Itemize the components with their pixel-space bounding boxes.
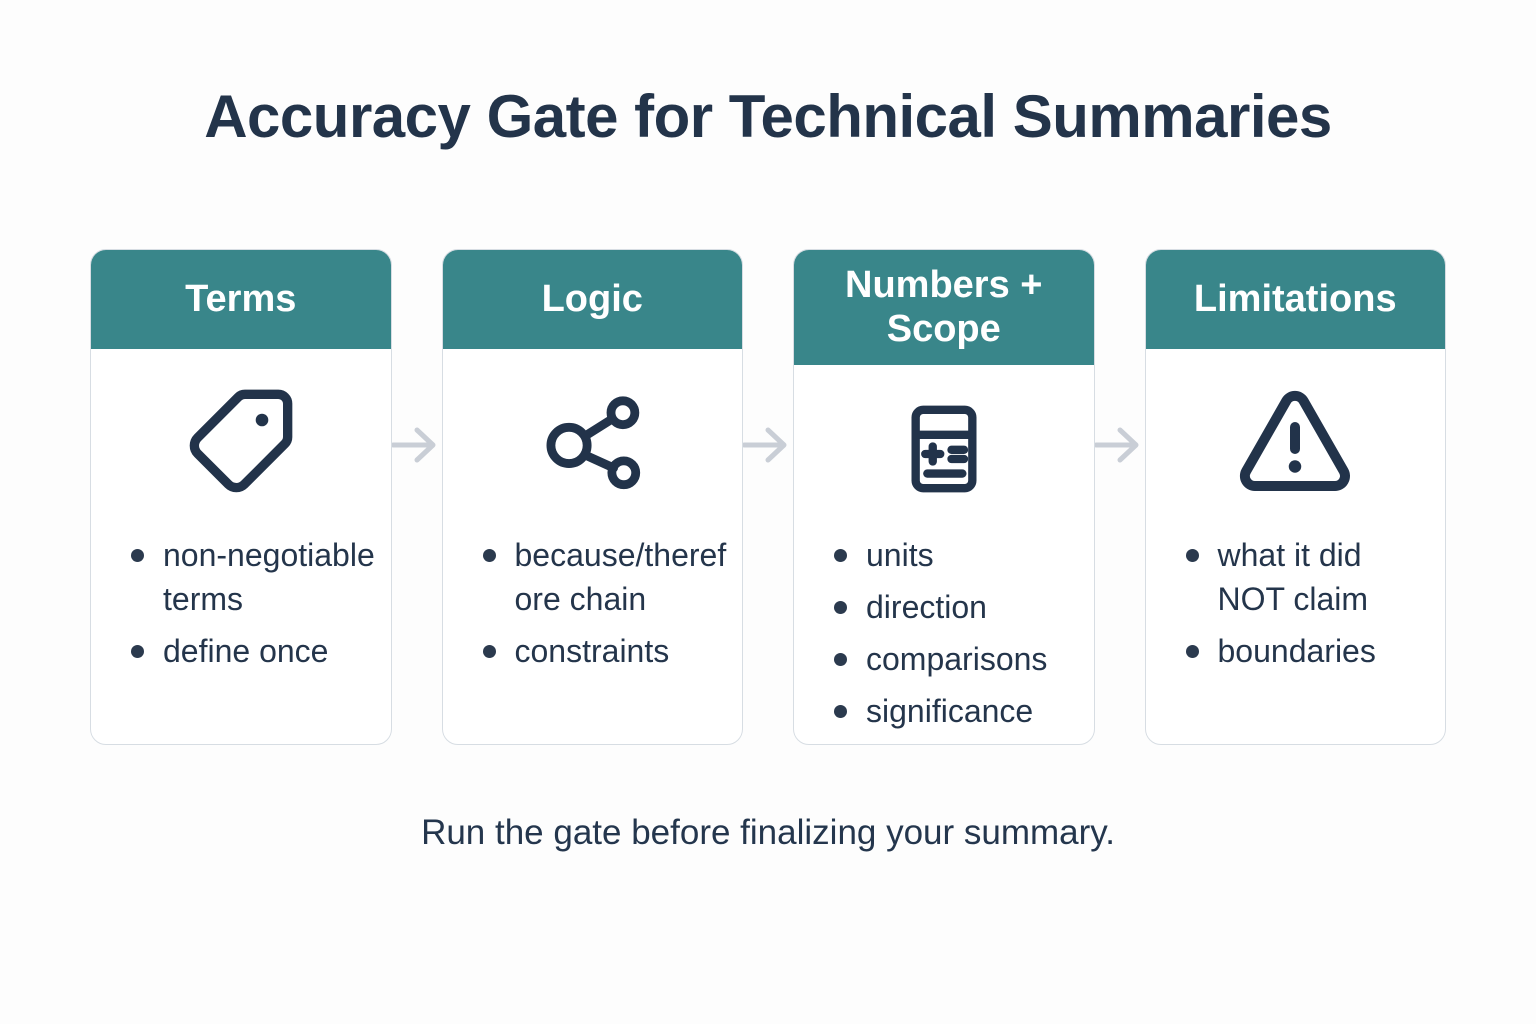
arrow-right-icon: [391, 423, 442, 467]
bullet-item: because/therefore chain: [443, 533, 729, 621]
bullet-item: constraints: [443, 629, 729, 673]
card-limitations: Limitations what it did NOT claim bounda…: [1144, 249, 1446, 745]
arrow-right-icon: [1094, 423, 1145, 467]
arrow-right-icon: [743, 423, 793, 467]
bullet-list: what it did NOT claim boundaries: [1146, 533, 1446, 681]
page-title: Accuracy Gate for Technical Summaries: [204, 83, 1332, 150]
card-header: Limitations: [1145, 250, 1445, 349]
card-logic: Logic because/therefore chain constraint…: [441, 249, 743, 745]
card-header: Numbers + Scope: [794, 250, 1094, 366]
card-top-section: Terms: [91, 250, 391, 533]
card-header: Logic: [442, 250, 742, 349]
icon-box: [91, 349, 391, 533]
card-numbers-scope: Numbers + Scope units direction: [793, 249, 1095, 745]
card-terms: Terms non-negotiable terms define once: [90, 249, 392, 745]
bullet-item: non-negotiable terms: [91, 533, 377, 621]
bullet-item: units: [794, 533, 1080, 577]
tag-icon: [185, 385, 297, 497]
bullet-list: units direction comparisons significance: [794, 533, 1094, 742]
bullet-list: because/therefore chain constraints: [443, 533, 743, 681]
card-top-section: Logic: [442, 250, 743, 533]
calculator-icon: [894, 397, 994, 501]
bullet-item: boundaries: [1146, 629, 1432, 673]
bullet-item: define once: [91, 629, 377, 673]
icon-box: [443, 349, 743, 533]
bullet-item: direction: [794, 585, 1080, 629]
card-top-section: Limitations: [1145, 250, 1446, 533]
bullet-list: non-negotiable terms define once: [91, 533, 391, 681]
bullet-item: comparisons: [794, 637, 1080, 681]
footer-caption: Run the gate before finalizing your summ…: [421, 813, 1115, 852]
bullet-item: what it did NOT claim: [1146, 533, 1432, 621]
card-top-section: Numbers + Scope: [794, 250, 1094, 533]
card-header: Terms: [91, 250, 391, 349]
share-icon: [539, 388, 645, 494]
icon-box: [1146, 349, 1446, 533]
warning-icon: [1234, 386, 1356, 496]
icon-box: [794, 365, 1094, 533]
cards-row: Terms non-negotiable terms define once: [90, 249, 1446, 745]
bullet-item: significance: [794, 689, 1080, 733]
